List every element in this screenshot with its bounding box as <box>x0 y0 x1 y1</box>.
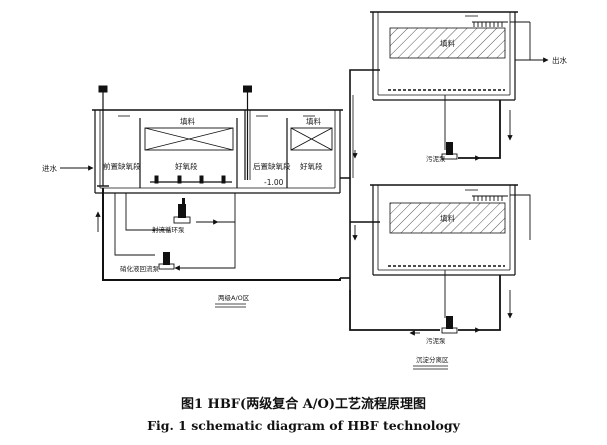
label-nitrate-pump: 硝化液回流泵 <box>120 264 160 273</box>
label-sludge-pump-2: 污泥泵 <box>426 337 446 345</box>
label-filler-tank2: 填料 <box>440 213 455 223</box>
label-filler-mid: 填料 <box>306 116 321 126</box>
settling-tank-2 <box>370 184 531 276</box>
tank2-weir-comb <box>472 195 508 201</box>
label-post-anoxic: 后置缺氧段 <box>253 161 291 171</box>
aeration-diffuser <box>150 175 232 184</box>
label-aerobic-2: 好氧段 <box>300 161 323 171</box>
label-outlet: 出水 <box>552 55 567 65</box>
label-aerobic-1: 好氧段 <box>175 161 198 171</box>
label-filler-tank1: 填料 <box>440 38 455 48</box>
mixed-circulation-pump-icon <box>173 198 191 224</box>
hbf-process-diagram: 前置缺氧段 填料 好氧段 后置缺氧段 -1.00 填料 好氧段 进水 射流循环泵… <box>42 11 567 370</box>
tank1-sludge-pipe <box>444 95 513 161</box>
label-two-stage-zone: 两级A/O区 <box>218 293 250 302</box>
sludge-pump-1-icon <box>441 142 458 160</box>
label-filler-top: 填料 <box>180 116 195 126</box>
label-inlet: 进水 <box>42 163 57 173</box>
figure-caption-chinese: 图1 HBF(两级复合 A/O)工艺流程原理图 <box>180 397 427 412</box>
tank2-sludge-pipe <box>349 270 513 336</box>
filler-box-aerobic-1 <box>144 127 234 151</box>
mixer-pre-anoxic <box>97 85 109 187</box>
label-mixed-pump: 射流循环泵 <box>152 225 185 234</box>
filler-box-aerobic-2 <box>290 127 333 151</box>
tank1-weir-comb <box>472 21 508 27</box>
label-sludge-pump-1: 污泥泵 <box>426 155 446 163</box>
label-elevation: -1.00 <box>264 178 284 187</box>
label-pre-anoxic: 前置缺氧段 <box>103 161 141 171</box>
mixer-post-anoxic <box>243 85 252 180</box>
main-ao-tank <box>92 109 343 194</box>
settling-tank-1 <box>370 11 518 101</box>
outlet-arrow <box>510 21 549 63</box>
figure-caption-english: Fig. 1 schematic diagram of HBF technolo… <box>147 418 460 433</box>
effluent-transfer-pipe <box>103 69 380 290</box>
sludge-pump-2-icon <box>441 316 458 334</box>
label-settling-zone: 沉淀分离区 <box>416 355 449 364</box>
nitrate-return-pipe <box>95 188 236 281</box>
nitrate-return-pump-icon <box>158 252 175 270</box>
